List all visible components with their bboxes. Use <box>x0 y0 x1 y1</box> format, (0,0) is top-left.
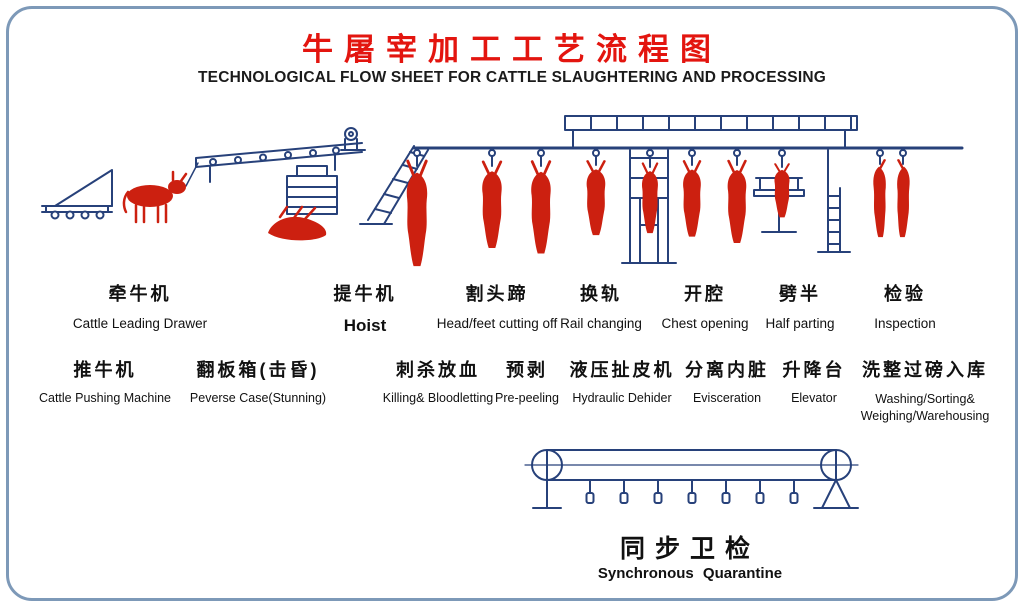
station-label-zh: 洗整过磅入库 <box>861 360 988 380</box>
quarantine-conveyor-drawing <box>524 449 859 509</box>
station-hydraulic-dehider: 液压扯皮机 Hydraulic Dehider <box>570 356 675 405</box>
station-label-en: Evisceration <box>692 391 762 405</box>
synchronous-quarantine-label-zh: 同步卫检 <box>619 535 761 563</box>
station-chest-opening: 开腔 Chest opening <box>661 280 748 331</box>
cattle-pushing-machine-drawing <box>41 169 113 220</box>
station-inspection: 检验 Inspection <box>874 280 936 331</box>
station-label-en: Washing/Sorting& Weighing/Warehousing <box>860 392 990 423</box>
station-pre-peeling: 预剥 Pre-peeling <box>495 356 559 405</box>
station-label-zh: 检验 <box>883 284 926 304</box>
station-cattle-leading-drawer: 牵牛机 Cattle Leading Drawer <box>73 280 207 331</box>
page-title: 牛屠宰加工工艺流程图 <box>302 32 722 67</box>
station-label-zh: 换轨 <box>580 284 622 304</box>
station-label-en: Head/feet cutting off <box>436 316 558 331</box>
station-head-feet-cutting: 割头蹄 Head/feet cutting off <box>437 280 558 331</box>
station-label-zh: 牵牛机 <box>108 284 172 304</box>
station-label-en: Inspection <box>874 316 936 331</box>
station-evisceration: 分离内脏 Evisceration <box>685 356 769 405</box>
station-label-zh: 提牛机 <box>333 284 397 304</box>
station-label-en: Cattle Pushing Machine <box>38 391 172 405</box>
station-label-zh: 分离内脏 <box>685 360 769 380</box>
station-label-en: Cattle Leading Drawer <box>72 316 208 331</box>
station-label-zh: 刺杀放血 <box>396 360 480 380</box>
station-label-en: Rail changing <box>560 316 642 331</box>
station-label-en: Half parting <box>765 316 835 331</box>
station-label-zh: 割头蹄 <box>465 284 529 304</box>
synchronous-quarantine-label-en: Synchronous Quarantine <box>597 565 783 582</box>
machinery-linework <box>41 115 964 509</box>
stunning-box-drawing <box>286 165 338 215</box>
station-label-zh: 翻板箱(击昏) <box>196 360 320 380</box>
station-killing-bloodletting: 刺杀放血 Killing& Bloodletting <box>383 356 494 405</box>
station-label-en: Chest opening <box>661 316 749 331</box>
station-rail-changing: 换轨 Rail changing <box>560 280 642 331</box>
station-label-en: Elevator <box>791 391 837 405</box>
station-elevator: 升降台 Elevator <box>783 356 846 405</box>
hoist-ladder-drawing <box>359 145 429 225</box>
page-subtitle: TECHNOLOGICAL FLOW SHEET FOR CATTLE SLAU… <box>197 69 826 86</box>
leading-conveyor-drawing <box>195 127 366 183</box>
station-label-zh: 推牛机 <box>73 360 137 380</box>
station-label-en: Hydraulic Dehider <box>572 391 672 405</box>
elevator-pole-drawing <box>817 149 851 253</box>
rail-trolley-hooks <box>413 149 907 168</box>
station-half-parting: 劈半 Half parting <box>765 280 834 331</box>
stunned-cattle-figure <box>268 205 327 241</box>
station-label-zh: 液压扯皮机 <box>569 360 675 380</box>
cattle-figures <box>122 158 911 268</box>
station-label-en: Killing& Bloodletting <box>382 391 494 405</box>
station-hoist: 提牛机 Hoist <box>334 280 397 336</box>
station-label-zh: 劈半 <box>778 284 821 304</box>
station-label-zh: 开腔 <box>683 284 726 304</box>
station-label-zh: 升降台 <box>782 360 846 380</box>
station-washing-weighing-warehousing: 洗整过磅入库 Washing/Sorting& Weighing/Warehou… <box>861 356 990 425</box>
station-label-en: Hoist <box>343 316 387 335</box>
top-beam-drawing <box>564 115 858 149</box>
station-cattle-pushing-machine: 推牛机 Cattle Pushing Machine <box>39 356 171 405</box>
station-label-en: Peverse Case(Stunning) <box>189 391 327 405</box>
station-reverse-case-stunning: 翻板箱(击昏) Peverse Case(Stunning) <box>190 356 326 405</box>
station-label-en: Pre-peeling <box>495 391 559 405</box>
standing-cattle-figure <box>122 170 188 224</box>
station-label-zh: 预剥 <box>506 360 548 380</box>
